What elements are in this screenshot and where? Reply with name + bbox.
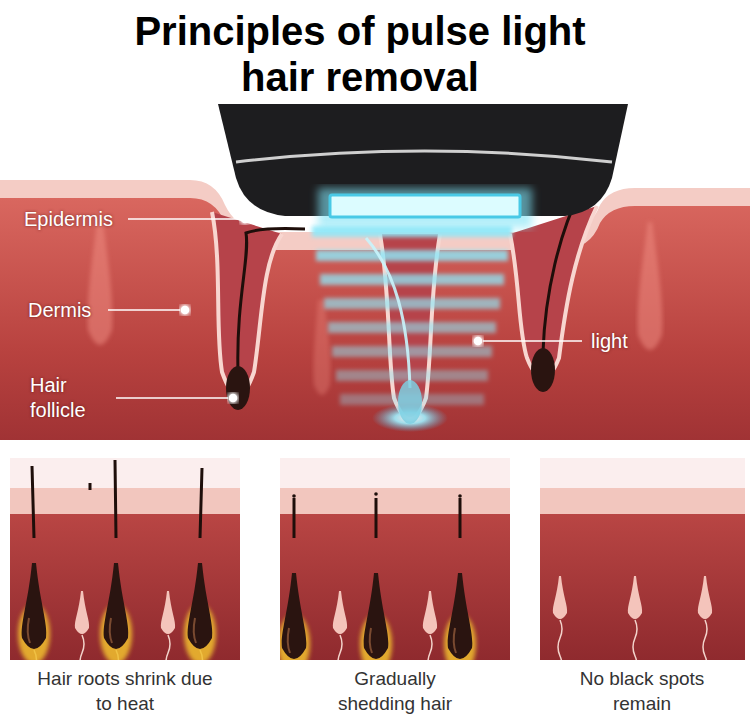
- title: Principles of pulse light hair removal: [130, 8, 590, 100]
- hair-bulb: [531, 348, 555, 392]
- hair-bulb: [398, 380, 422, 424]
- ghost-follicle: [638, 222, 663, 350]
- part-label: light: [591, 329, 628, 354]
- light-beams: [312, 226, 512, 405]
- ipl-device: [218, 104, 628, 228]
- leader-lines: [108, 214, 582, 403]
- follicle-pocket: [510, 206, 597, 378]
- hair-shaft: [238, 229, 305, 373]
- stage-panel: [10, 458, 240, 690]
- hair-shaft: [366, 238, 410, 388]
- part-label: Dermis: [28, 298, 91, 323]
- stage-panel: [540, 458, 745, 674]
- dermis-layer: [0, 198, 750, 440]
- skin-section: [0, 146, 750, 440]
- stage-panel: [278, 458, 510, 700]
- ghost-follicle: [313, 300, 330, 395]
- hair-bulb: [226, 366, 250, 410]
- stage-caption: Gradually shedding hair: [315, 666, 475, 716]
- ghost-follicle: [88, 215, 113, 345]
- part-label: Hair follicle: [30, 373, 114, 423]
- part-label: Epidermis: [24, 207, 113, 232]
- stage-caption: No black spots remain: [557, 666, 727, 716]
- stage-caption: Hair roots shrink due to heat: [30, 666, 220, 716]
